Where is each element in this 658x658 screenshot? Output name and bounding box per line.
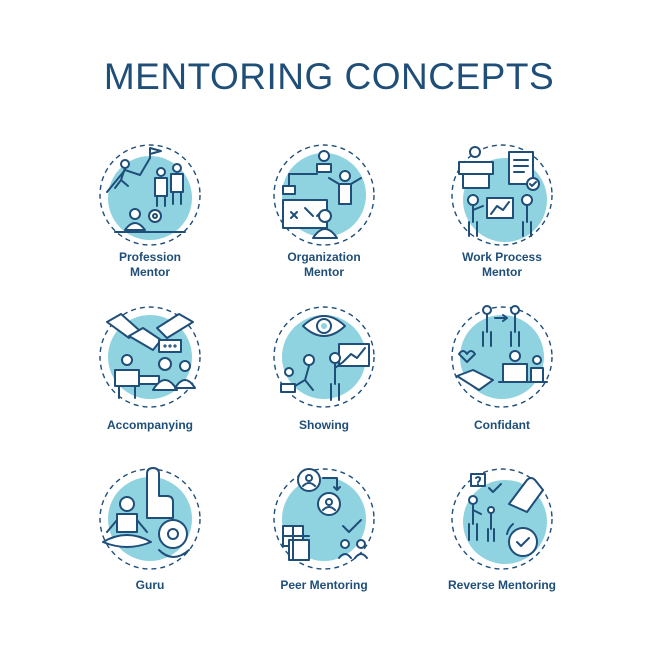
- concept-label: Confidant: [474, 418, 530, 432]
- concept-label: Showing: [299, 418, 349, 432]
- concept-label: Guru: [135, 578, 165, 592]
- concept-label: Reverse Mentoring: [447, 578, 557, 592]
- handshake-icon: [99, 306, 201, 408]
- organization-board-icon: [273, 144, 375, 246]
- concept-label: Peer Mentoring: [280, 578, 368, 592]
- work-process-icon: [451, 144, 553, 246]
- guru-meditation-icon: [99, 467, 201, 570]
- concept-label: Profession Mentor: [118, 250, 181, 279]
- concept-label: Organization Mentor: [287, 250, 361, 279]
- confidant-icon: [451, 305, 553, 408]
- concept-label: Accompanying: [106, 418, 193, 432]
- reverse-mentoring-icon: [451, 468, 553, 570]
- peer-circle-icon: [273, 468, 375, 570]
- concept-label: Work Process Mentor: [462, 250, 542, 279]
- climbing-team-icon: [99, 144, 201, 246]
- page-title: MENTORING CONCEPTS: [103, 56, 555, 97]
- eye-presentation-icon: [273, 306, 375, 408]
